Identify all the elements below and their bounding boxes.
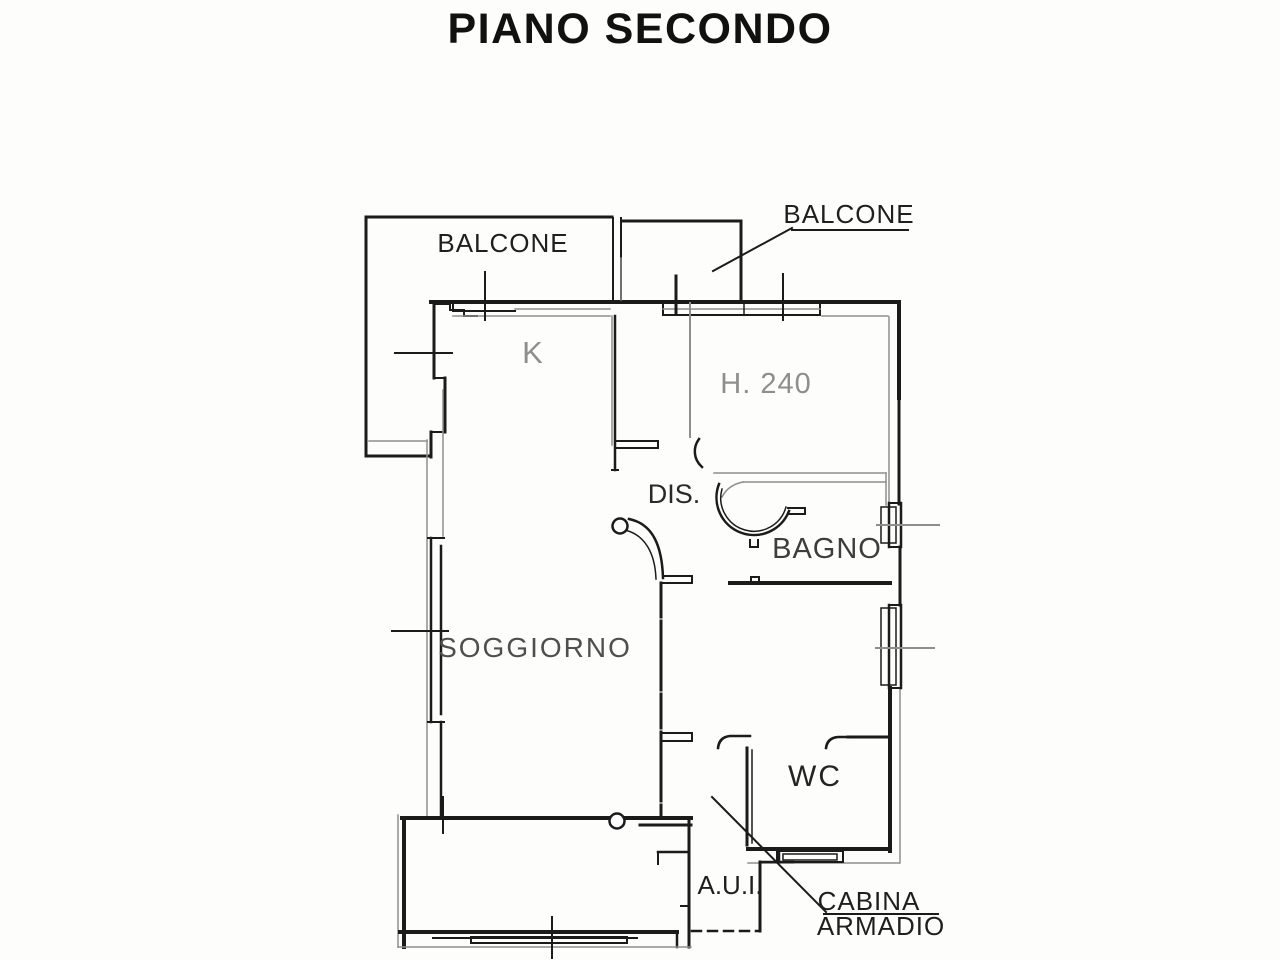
bottom-room-walls <box>397 814 693 949</box>
tick-marks <box>391 257 940 959</box>
door-swing-soggiorno <box>611 517 665 580</box>
label-balcone-left: BALCONE <box>437 228 568 258</box>
bottom-room-window <box>432 936 638 944</box>
door-swing-bagno <box>693 437 806 548</box>
door-knob-soggiorno <box>611 517 629 535</box>
label-balcone-right: BALCONE <box>783 199 914 229</box>
kitchen-window <box>452 301 611 317</box>
label-bagno: BAGNO <box>772 533 882 565</box>
label-cabina-line1: CABINA <box>818 886 921 916</box>
label-soggiorno: SOGGIORNO <box>438 632 632 663</box>
door-knob-bottom-room <box>608 812 626 830</box>
top-window <box>662 302 889 438</box>
label-kitchen: K <box>522 335 544 370</box>
interior-walls <box>611 314 900 949</box>
label-cabina-line2: ARMADIO <box>817 911 945 941</box>
label-ceiling-height: H. 240 <box>720 368 811 400</box>
labels: PIANO SECONDO BALCONE BALCONE K H. 240 D… <box>437 5 945 941</box>
balcony-right-outline <box>620 219 743 301</box>
leader-cabina-armadio <box>710 795 939 915</box>
side-room-window <box>880 603 903 690</box>
label-aui: A.U.I. <box>697 870 762 900</box>
leader-balcone-right <box>711 226 909 273</box>
wc-window <box>776 850 844 863</box>
plan-title: PIANO SECONDO <box>447 5 832 53</box>
label-wc: WC <box>788 760 842 793</box>
label-disimpegno: DIS. <box>648 479 701 509</box>
